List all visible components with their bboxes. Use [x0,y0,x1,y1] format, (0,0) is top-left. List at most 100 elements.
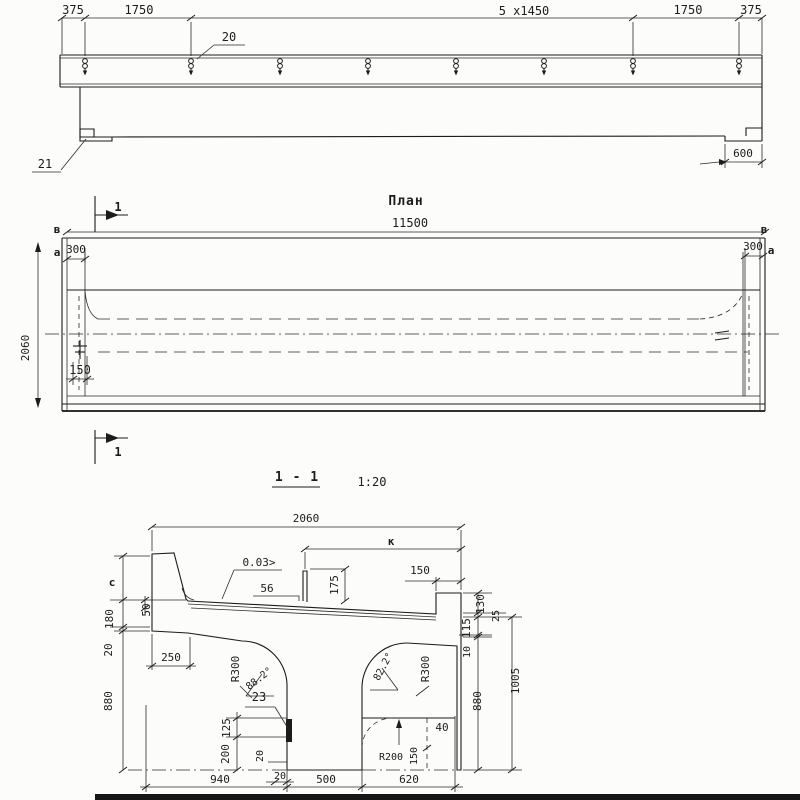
beam-elevation-outline [59,54,763,142]
dim-r300-left: R300 [229,656,242,683]
section-concrete-outline [151,552,462,771]
section-title: 1 - 1 [275,470,319,485]
callout-20 [196,44,245,60]
approx-symbol [714,330,730,341]
dim-300-right: 300 [743,240,763,253]
plan-outline [61,237,766,412]
dim-2060-plan-group [35,242,41,408]
dim-180: 180 [103,609,116,629]
plan-view: 1 План 11500 в а 300 2060 150 300 в а 1 [19,194,782,464]
lifting-loop-icon [541,58,547,76]
dim-k: к [388,535,395,548]
dim-300-left: 300 [66,243,86,256]
wearing-surface-line2 [190,607,437,621]
right-dim-chain [459,589,522,774]
dim-130: 130 [474,594,487,614]
dim-150-right: 150 [409,747,420,765]
dim-2060-plan: 2060 [19,335,32,362]
elevation-dimension-lines [57,14,767,56]
callout-21-label: 21 [38,157,52,171]
dim-880-left: 880 [102,691,115,711]
dim-50: 50 [140,603,153,616]
section-view: 1 - 1 1:20 2060 к 0.03> 56 175 150 с 50 … [102,470,522,792]
dim-880-right: 880 [471,691,484,711]
plan-diaphragms [78,252,750,396]
dim-56-group [253,595,300,601]
lifting-loop-icon [82,58,88,76]
dim-20-left: 20 [102,643,115,656]
dim-r200: R200 [379,752,403,763]
callout-20-label: 20 [222,30,236,44]
section-mark-bottom [94,430,128,464]
dim-150-plan: 150 [69,363,91,377]
callout-23-group [245,706,290,731]
plan-hidden-lines [45,318,782,353]
dim-20-bottom: 20 [274,771,286,782]
dim-25: 25 [491,610,502,622]
lifting-loop-icon [365,58,371,76]
dim-r300-right: R300 [419,656,432,683]
r200-fillet-hidden [361,717,393,749]
angle-right-group [370,667,430,697]
dim-620: 620 [399,773,419,786]
callout-21 [32,138,87,173]
lifting-loop-icon [630,58,636,76]
dim-250: 250 [161,651,181,664]
dim-375-left: 375 [62,3,84,17]
wearing-surface-line [187,603,437,618]
dim-125: 125 [220,718,233,738]
lifting-loop-icon [736,58,742,76]
dim-2060-section: 2060 [293,512,320,525]
section-scale: 1:20 [358,475,387,489]
dim-1750-right: 1750 [674,3,703,17]
plan-title: План [388,194,423,209]
section-mark-bottom-label: 1 [114,445,121,459]
joint-post [302,570,308,602]
left-dim-chain [110,552,186,774]
dim-125-200-chain [226,712,287,774]
angle-left-group [239,673,274,699]
letter-a-right: а [768,244,775,257]
lifting-loop-icon [277,58,283,76]
dim-56: 56 [260,582,273,595]
dim-1750-left: 1750 [125,3,154,17]
dim-500: 500 [316,773,336,786]
dim-20-bottom-group [266,778,294,786]
dim-2060-section-group [147,523,466,590]
slope-label: 0.03> [242,556,275,569]
lifting-loop-icon [188,58,194,76]
dim-40: 40 [435,721,448,734]
dim-150-top-group [405,577,466,591]
elevation-view: 375 1750 5 x1450 1750 375 20 21 600 [32,3,767,173]
dim-10: 10 [462,646,473,658]
dim-k-group [300,545,466,569]
letter-v-left: в [54,223,61,236]
dim-150-top: 150 [410,564,430,577]
dim-200: 200 [219,744,232,764]
dim-375-right: 375 [740,3,762,17]
letter-v-right: в [761,223,768,236]
slope-leader [221,569,282,600]
dim-1005: 1005 [509,668,522,695]
dim-c: с [109,576,116,589]
dim-115: 115 [460,618,473,638]
lifting-loop-icons [82,58,742,76]
dim-940: 940 [210,773,230,786]
section-mark-top-label: 1 [114,200,121,214]
dim-300-right-group [740,248,768,396]
callout-23-label: 23 [252,690,266,704]
anchor-symbol [73,340,87,359]
dim-40-group [396,719,432,752]
dim-300-left-group [62,248,90,263]
dim-600: 600 [733,147,753,160]
dim-5x1450: 5 x1450 [499,4,550,18]
dim-175: 175 [328,575,341,595]
dim-150-plan-group [66,356,94,385]
section-mark-top [94,196,128,232]
dim-175-group [310,565,350,605]
lifting-loop-icon [453,58,459,76]
dim-11500: 11500 [392,216,428,230]
letter-a-left: а [54,246,61,259]
